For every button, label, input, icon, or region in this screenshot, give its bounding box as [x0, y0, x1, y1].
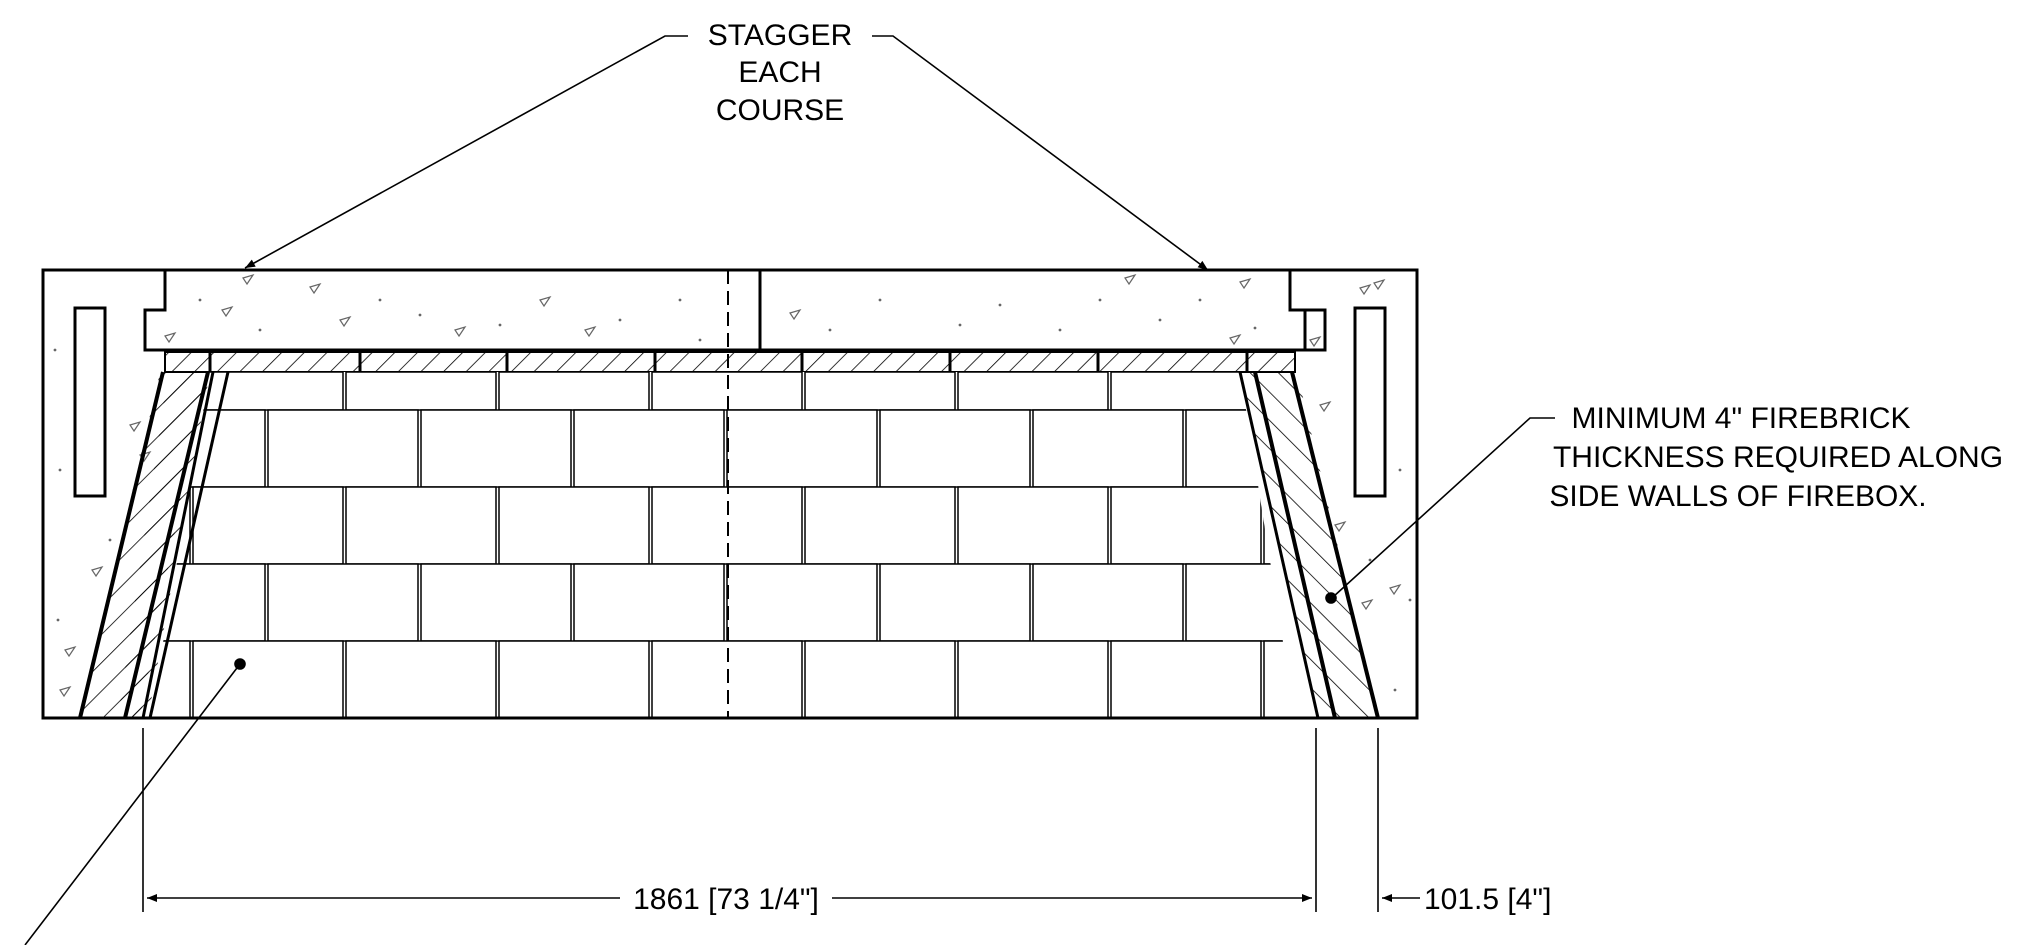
firebrick — [1110, 486, 1262, 565]
aggregate-dot — [618, 318, 622, 322]
concrete-aggregate — [53, 273, 1412, 698]
aggregate-dot — [678, 298, 682, 302]
aggregate-speck — [129, 420, 142, 433]
aggregate-dot — [108, 538, 112, 542]
aggregate-speck — [1309, 335, 1322, 348]
aggregate-dot — [1398, 468, 1402, 472]
firebrick — [192, 372, 344, 411]
firebrick-note-line-3: SIDE WALLS OF FIREBOX. — [1549, 480, 1926, 513]
aggregate-dot — [53, 348, 57, 352]
firebrick — [498, 486, 650, 565]
firebrick — [879, 563, 1031, 642]
aggregate-dot — [1098, 298, 1102, 302]
aggregate-speck — [789, 308, 802, 321]
aggregate-dot — [958, 323, 962, 327]
aggregate-speck — [1359, 283, 1372, 296]
aggregate-speck — [1319, 400, 1332, 413]
aggregate-speck — [1373, 278, 1386, 291]
aggregate-dot — [418, 313, 422, 317]
aggregate-dot — [1198, 298, 1202, 302]
aggregate-speck — [221, 305, 234, 318]
firebrick-note: MINIMUM 4" FIREBRICK THICKNESS REQUIRED … — [1549, 402, 2003, 513]
leader-lines — [24, 35, 1555, 945]
aggregate-speck — [309, 282, 322, 295]
firebox-width-dimension: 1861 [73 1/4"] — [633, 883, 819, 916]
aggregate-speck — [584, 325, 597, 338]
firebrick — [957, 486, 1109, 565]
wall-thickness-dimension: 101.5 [4"] — [1424, 883, 1551, 916]
firebrick — [573, 563, 725, 642]
lintel-course — [164, 351, 1296, 373]
stagger-note-line-3: COURSE — [716, 94, 844, 127]
firebrick — [192, 640, 344, 718]
aggregate-speck — [1229, 333, 1242, 346]
aggregate-speck — [339, 315, 352, 328]
aggregate-speck — [454, 325, 467, 338]
firebrick-note-line-1: MINIMUM 4" FIREBRICK — [1572, 402, 1911, 435]
aggregate-speck — [539, 295, 552, 308]
aggregate-dot — [1393, 688, 1397, 692]
firebrick-note-line-2: THICKNESS REQUIRED ALONG — [1553, 441, 2003, 474]
firebrick — [573, 409, 725, 488]
firebrick — [1032, 409, 1184, 488]
left-firebrick-wall — [78, 371, 230, 719]
aggregate-dot — [1368, 558, 1372, 562]
aggregate-speck — [242, 273, 255, 286]
left-slot — [73, 306, 107, 498]
dimension-lines — [142, 728, 1420, 912]
firebrick — [267, 409, 419, 488]
stagger-note-line-1: STAGGER — [708, 19, 852, 52]
aggregate-dot — [498, 323, 502, 327]
firebrick — [879, 409, 1031, 488]
firebrick — [804, 640, 956, 718]
firebrick — [1110, 640, 1262, 718]
aggregate-speck — [1334, 520, 1347, 533]
firebrick — [804, 486, 956, 565]
firebrick — [1032, 563, 1184, 642]
aggregate-speck — [59, 685, 72, 698]
aggregate-speck — [64, 645, 77, 658]
firebrick — [420, 563, 572, 642]
firebrick — [726, 409, 878, 488]
aggregate-speck — [1389, 583, 1402, 596]
right-slot — [1353, 306, 1387, 498]
aggregate-dot — [258, 328, 262, 332]
stagger-note: STAGGER EACH COURSE — [708, 19, 852, 127]
aggregate-speck — [1239, 277, 1252, 290]
firebrick — [957, 640, 1109, 718]
aggregate-dot — [58, 468, 62, 472]
firebrick — [267, 563, 419, 642]
aggregate-dot — [198, 298, 202, 302]
firebrick — [726, 563, 878, 642]
aggregate-dot — [378, 298, 382, 302]
firebrick — [192, 486, 344, 565]
firebrick-back-wall — [150, 372, 1295, 718]
firebrick — [345, 486, 497, 565]
aggregate-dot — [1253, 326, 1257, 330]
aggregate-dot — [878, 298, 882, 302]
aggregate-dot — [1408, 598, 1412, 602]
aggregate-dot — [56, 618, 60, 622]
firebrick — [957, 372, 1109, 411]
aggregate-speck — [1361, 598, 1374, 611]
firebrick — [804, 372, 956, 411]
aggregate-dot — [828, 328, 832, 332]
firebrick — [345, 372, 497, 411]
firebrick — [345, 640, 497, 718]
firebrick — [498, 372, 650, 411]
right-firebrick-wall — [1238, 371, 1380, 719]
aggregate-dot — [1158, 318, 1162, 322]
firebrick — [498, 640, 650, 718]
aggregate-speck — [164, 331, 177, 344]
firebrick — [1110, 372, 1262, 411]
firebrick — [420, 409, 572, 488]
aggregate-dot — [1058, 328, 1062, 332]
stagger-note-line-2: EACH — [738, 56, 821, 89]
aggregate-dot — [998, 303, 1002, 307]
aggregate-speck — [1124, 273, 1137, 286]
aggregate-dot — [698, 338, 702, 342]
aggregate-speck — [91, 565, 104, 578]
